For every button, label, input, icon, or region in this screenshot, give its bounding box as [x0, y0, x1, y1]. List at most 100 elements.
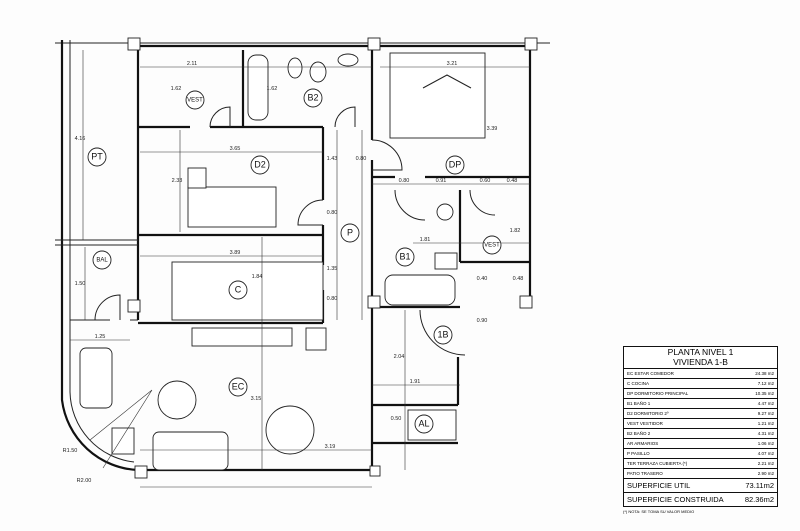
svg-text:R2.00: R2.00 [77, 478, 92, 484]
svg-text:1B: 1B [437, 329, 448, 339]
furniture [79, 52, 486, 471]
row-label: D2 DORMITORIO 2º [627, 411, 669, 416]
svg-text:BAL: BAL [96, 258, 108, 264]
desk-icon [187, 186, 277, 228]
util-label: SUPERFICIE UTIL [627, 481, 691, 490]
dimension-labels: 2.11 1.62 1.62 3.21 3.39 4.16 3.65 2.33 … [63, 61, 524, 484]
room-bal: BAL [92, 250, 112, 270]
sofa-icon [152, 431, 229, 471]
row-value: 2.90 m2 [757, 471, 774, 476]
row-value: 4.47 m2 [757, 401, 774, 406]
walls [55, 37, 550, 479]
svg-text:1.35: 1.35 [327, 266, 338, 272]
room-p: P [340, 223, 360, 243]
row-label: TER TERRAZA CUBIERTA (*) [627, 461, 688, 466]
sink-icon [337, 53, 359, 67]
svg-text:0.91: 0.91 [436, 178, 447, 184]
dimension-lines [70, 50, 530, 488]
svg-text:R1.50: R1.50 [63, 448, 78, 454]
svg-text:2.11: 2.11 [187, 61, 197, 67]
svg-text:1.62: 1.62 [171, 86, 182, 92]
table-title: PLANTA NIVEL 1 VIVIENDA 1-B [624, 347, 777, 369]
svg-text:EC: EC [232, 381, 245, 391]
armchair-icon [79, 347, 113, 409]
svg-text:0.80: 0.80 [356, 156, 367, 162]
toilet-icon [287, 57, 303, 79]
table-note: (*) NOTA: SE TOMA SU VALOR MEDIO [623, 509, 695, 514]
room-c: C [228, 280, 248, 300]
row-label: VEST VESTIDOR [627, 421, 663, 426]
row-value: 9.27 m2 [757, 411, 774, 416]
table-row: B2 BAÑO 2 4.31 m2 [624, 429, 777, 439]
svg-text:AL: AL [418, 418, 429, 428]
const-value: 82.36m2 [744, 495, 774, 504]
room-b1: B1 [395, 247, 415, 267]
svg-text:3.89: 3.89 [230, 250, 241, 256]
room-vest-2: VEST [482, 235, 502, 255]
svg-text:0.40: 0.40 [477, 276, 488, 282]
row-label: EC ESTAR COMEDOR [627, 371, 674, 376]
svg-text:1.82: 1.82 [510, 228, 521, 234]
row-value: 7.12 m2 [757, 381, 774, 386]
table-row: VEST VESTIDOR 1.21 m2 [624, 419, 777, 429]
svg-text:1.25: 1.25 [95, 334, 106, 340]
row-label: AR ARMARIOS [627, 441, 659, 446]
svg-text:VEST: VEST [484, 243, 500, 249]
svg-text:4.16: 4.16 [75, 136, 86, 142]
svg-text:1.81: 1.81 [420, 237, 431, 243]
svg-text:B1: B1 [399, 251, 410, 261]
svg-text:0.48: 0.48 [507, 178, 518, 184]
const-row: SUPERFICIE CONSTRUIDA 82.36m2 [624, 493, 777, 506]
svg-text:0.80: 0.80 [399, 178, 410, 184]
svg-text:1.43: 1.43 [327, 156, 338, 162]
svg-text:2.04: 2.04 [394, 354, 405, 360]
svg-text:PT: PT [91, 151, 103, 161]
row-value: 4.31 m2 [757, 431, 774, 436]
svg-text:3.65: 3.65 [230, 146, 241, 152]
table-row: TER TERRAZA CUBIERTA (*) 2.21 m2 [624, 459, 777, 469]
row-label: PATIO TRASERO [627, 471, 663, 476]
svg-text:1.84: 1.84 [252, 274, 263, 280]
room-d2: D2 [250, 155, 270, 175]
row-label: C COCINA [627, 381, 650, 386]
room-b2: B2 [303, 88, 323, 108]
row-value: 2.21 m2 [757, 461, 774, 466]
svg-text:0.80: 0.80 [327, 296, 338, 302]
util-value: 73.11m2 [745, 481, 774, 490]
svg-text:B2: B2 [307, 92, 318, 102]
dining-table-icon [265, 405, 315, 455]
room-labels: PT VEST B2 D2 DP P BAL C B1 VEST 1B EC A… [87, 88, 502, 434]
room-al: AL [414, 414, 434, 434]
room-1b: 1B [433, 325, 453, 345]
table-title-line-2: VIVIENDA 1-B [673, 356, 728, 367]
svg-text:3.15: 3.15 [251, 396, 262, 402]
svg-text:3.19: 3.19 [325, 444, 336, 450]
row-label: B2 BAÑO 2 [627, 431, 651, 436]
svg-text:C: C [235, 284, 242, 294]
svg-text:0.50: 0.50 [391, 416, 402, 422]
svg-text:3.21: 3.21 [447, 61, 458, 67]
svg-text:D2: D2 [254, 159, 266, 169]
svg-text:1.91: 1.91 [410, 379, 421, 385]
room-vest-1: VEST [185, 90, 205, 110]
row-value: 1.06 m2 [757, 441, 774, 446]
row-value: 1.21 m2 [757, 421, 774, 426]
room-pt: PT [87, 147, 107, 167]
table-row: AR ARMARIOS 1.06 m2 [624, 439, 777, 449]
coffee-table-icon [157, 380, 197, 420]
table-row: C COCINA 7.12 m2 [624, 379, 777, 389]
svg-text:3.39: 3.39 [487, 126, 498, 132]
svg-text:P: P [347, 227, 353, 237]
const-label: SUPERFICIE CONSTRUIDA [627, 495, 724, 504]
row-label: P PASILLO [627, 451, 650, 456]
bed-icon [389, 52, 486, 139]
row-value: 10.35 m2 [755, 391, 774, 396]
area-table: PLANTA NIVEL 1 VIVIENDA 1-B EC ESTAR COM… [623, 346, 778, 507]
